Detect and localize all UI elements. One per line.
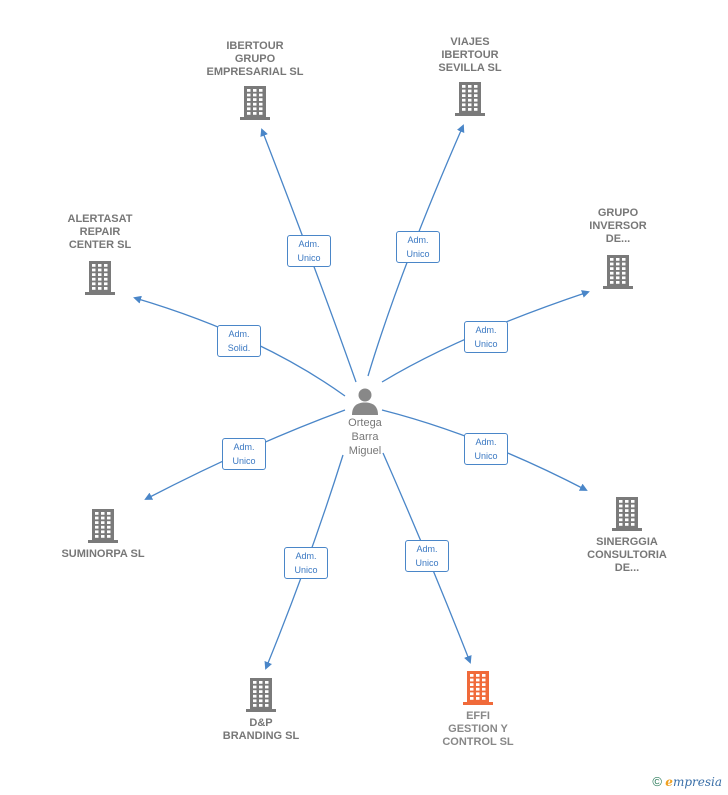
company-name: IBERTOUR GRUPO EMPRESARIAL SL (206, 40, 304, 78)
company-name: SUMINORPA SL (61, 548, 145, 560)
company-node-dp-branding[interactable]: D&P BRANDING SL (196, 677, 326, 743)
role-tag-alertasat[interactable]: Adm. Solid. (217, 325, 261, 357)
building-icon (246, 678, 276, 712)
company-name: GRUPO INVERSOR DE... (589, 207, 647, 245)
role-tag-ibertour-grupo[interactable]: Adm. Unico (287, 235, 331, 267)
role-tag-sinerggia[interactable]: Adm. Unico (464, 433, 508, 465)
company-node-alertasat[interactable]: ALERTASAT REPAIR CENTER SL (35, 213, 165, 296)
building-icon (240, 86, 270, 120)
person-name: Ortega Barra Miguel (348, 417, 382, 457)
brand-logo: empresia (665, 775, 722, 789)
company-name: VIAJES IBERTOUR SEVILLA SL (438, 36, 502, 74)
role-tag-effi[interactable]: Adm. Unico (405, 540, 449, 572)
company-name: ALERTASAT REPAIR CENTER SL (67, 213, 133, 251)
building-icon (612, 497, 642, 531)
company-name: D&P BRANDING SL (222, 717, 300, 742)
company-node-suminorpa[interactable]: SUMINORPA SL (38, 508, 168, 561)
company-name: EFFI GESTION Y CONTROL SL (442, 710, 514, 748)
building-icon (455, 82, 485, 116)
empresia-watermark: © empresia (652, 774, 722, 789)
role-tag-dp-branding[interactable]: Adm. Unico (284, 547, 328, 579)
edge-ibertour-grupo (260, 128, 357, 383)
role-tag-grupo-inversor[interactable]: Adm. Unico (464, 321, 508, 353)
company-node-ibertour-grupo[interactable]: IBERTOUR GRUPO EMPRESARIAL SL (190, 40, 320, 121)
building-icon (88, 509, 118, 543)
role-tag-suminorpa[interactable]: Adm. Unico (222, 438, 266, 470)
company-node-viajes-ibertour[interactable]: VIAJES IBERTOUR SEVILLA SL (405, 36, 535, 117)
copyright-symbol: © (652, 774, 662, 789)
company-node-sinerggia[interactable]: SINERGGIA CONSULTORIA DE... (562, 496, 692, 575)
building-icon (85, 261, 115, 295)
building-icon-highlight (463, 671, 493, 705)
person-icon (352, 388, 378, 415)
company-name: SINERGGIA CONSULTORIA DE... (587, 536, 667, 574)
company-node-grupo-inversor[interactable]: GRUPO INVERSOR DE... (553, 207, 683, 290)
building-icon (603, 255, 633, 289)
center-person[interactable]: Ortega Barra Miguel (325, 386, 405, 458)
role-tag-viajes-ibertour[interactable]: Adm. Unico (396, 231, 440, 263)
company-node-effi[interactable]: EFFI GESTION Y CONTROL SL (413, 670, 543, 749)
